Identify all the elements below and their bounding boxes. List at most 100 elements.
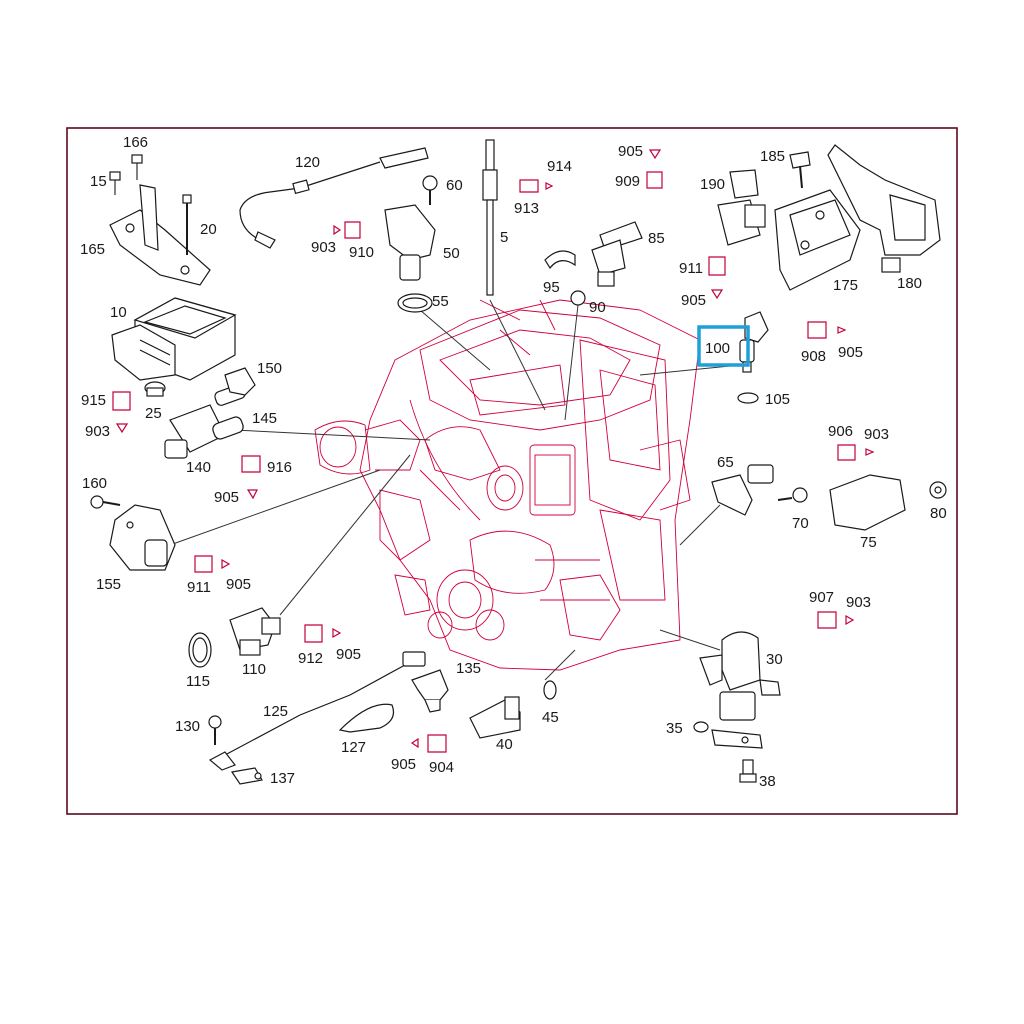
- label-145: 145: [252, 410, 277, 427]
- label-25: 25: [145, 405, 162, 422]
- bolt-130: [208, 715, 222, 745]
- label-180: 180: [897, 275, 922, 292]
- label-903-a: 903: [311, 239, 336, 256]
- label-912: 912: [298, 650, 323, 667]
- label-907: 907: [809, 589, 834, 606]
- seal-ring-55: [397, 293, 433, 313]
- label-115: 115: [186, 673, 210, 690]
- sensor-190: [717, 169, 766, 246]
- bolt-160: [90, 495, 121, 509]
- label-905-g: 905: [391, 756, 416, 773]
- sensor-155: [109, 504, 176, 571]
- label-135: 135: [456, 660, 481, 677]
- label-903-c: 903: [864, 426, 889, 443]
- label-90: 90: [589, 299, 606, 316]
- label-165: 165: [80, 241, 105, 258]
- bolt-70: [777, 487, 808, 503]
- bolt-80: [929, 481, 947, 499]
- label-120: 120: [295, 154, 320, 171]
- clip-95: [544, 250, 576, 270]
- grommet-25: [144, 381, 166, 397]
- cover-75: [829, 474, 906, 531]
- label-70: 70: [792, 515, 809, 532]
- label-65: 65: [717, 454, 734, 471]
- cable-tie-127: [338, 703, 395, 733]
- bracket-180: [827, 144, 941, 273]
- label-125: 125: [263, 703, 288, 720]
- sensor-110: [229, 607, 281, 656]
- seal-ring-105: [737, 392, 759, 404]
- label-155: 155: [96, 576, 121, 593]
- label-80: 80: [930, 505, 947, 522]
- clip-135: [411, 669, 449, 713]
- label-38: 38: [759, 773, 776, 790]
- label-30: 30: [766, 651, 783, 668]
- label-137: 137: [270, 770, 295, 787]
- label-905-e: 905: [226, 576, 251, 593]
- label-913: 913: [514, 200, 539, 217]
- label-905-d: 905: [214, 489, 239, 506]
- valve-140: [164, 404, 244, 459]
- label-910: 910: [349, 244, 374, 261]
- label-60: 60: [446, 177, 463, 194]
- label-905-b: 905: [681, 292, 706, 309]
- seal-ring-45: [543, 680, 557, 700]
- label-175: 175: [833, 277, 858, 294]
- bolt-15: [109, 171, 121, 195]
- label-95: 95: [543, 279, 560, 296]
- label-916: 916: [267, 459, 292, 476]
- label-130: 130: [175, 718, 200, 735]
- label-105: 105: [765, 391, 790, 408]
- label-55: 55: [432, 293, 449, 310]
- seal-ring-115: [188, 632, 212, 668]
- sensor-85: [591, 221, 643, 287]
- bracket-165: [109, 184, 211, 286]
- label-906: 906: [828, 423, 853, 440]
- cable-125: [208, 651, 426, 771]
- sensor-65: [711, 464, 774, 516]
- label-908: 908: [801, 348, 826, 365]
- clip-137: [230, 767, 263, 785]
- part-labels: 166 15 120 5 914 905 909 185 190 60 913 …: [80, 134, 947, 790]
- bolt-166: [131, 154, 143, 180]
- label-915: 915: [81, 392, 106, 409]
- label-15: 15: [90, 173, 107, 190]
- label-5: 5: [500, 229, 508, 246]
- label-50: 50: [443, 245, 460, 262]
- bracket-150: [224, 367, 256, 396]
- label-904: 904: [429, 759, 454, 776]
- sensor-50: [384, 175, 438, 281]
- bolt-38: [739, 759, 757, 783]
- label-85: 85: [648, 230, 665, 247]
- label-100: 100: [705, 340, 730, 357]
- label-166: 166: [123, 134, 148, 151]
- label-911-a: 911: [679, 260, 703, 277]
- temperature-sensor-120: [239, 147, 429, 249]
- sensor-40: [469, 696, 521, 739]
- label-909: 909: [615, 173, 640, 190]
- label-905-top: 905: [618, 143, 643, 160]
- washer-35: [693, 721, 709, 733]
- leader-lines: [169, 299, 741, 681]
- sensor-30: [699, 631, 781, 749]
- label-914: 914: [547, 158, 572, 175]
- label-75: 75: [860, 534, 877, 551]
- label-45: 45: [542, 709, 559, 726]
- label-140: 140: [186, 459, 211, 476]
- label-903-d: 903: [846, 594, 871, 611]
- connectors: [112, 149, 875, 753]
- label-10: 10: [110, 304, 127, 321]
- label-911-b: 911: [187, 579, 211, 596]
- label-185: 185: [760, 148, 785, 165]
- label-127: 127: [341, 739, 366, 756]
- label-905-f: 905: [336, 646, 361, 663]
- label-40: 40: [496, 736, 513, 753]
- stud-20: [182, 194, 192, 255]
- bolt-185: [789, 151, 811, 189]
- engine-assembly: [314, 299, 701, 671]
- label-905-c: 905: [838, 344, 863, 361]
- seal-ring-90: [570, 290, 586, 306]
- highlight-box-100: [697, 325, 750, 367]
- label-20: 20: [200, 221, 217, 238]
